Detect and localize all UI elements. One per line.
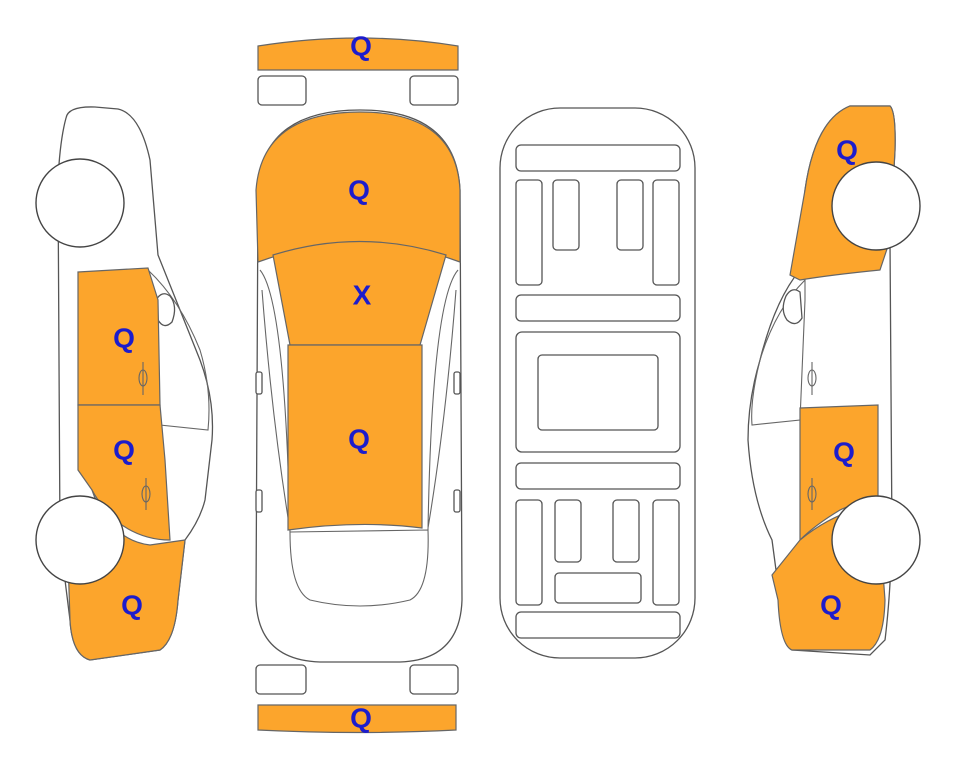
front-left-light bbox=[257, 75, 307, 106]
left-side-view: Q Q Q bbox=[35, 106, 214, 661]
underbody-front-left-rail bbox=[515, 179, 543, 286]
right-side-view: Q Q Q bbox=[747, 105, 921, 656]
right-rear-wheel bbox=[831, 495, 921, 585]
left-window-line bbox=[147, 268, 210, 431]
top-right-handle bbox=[453, 489, 461, 513]
front-right-light bbox=[409, 75, 459, 106]
left-front-door-code: Q bbox=[113, 323, 135, 354]
underbody-crossmember-2 bbox=[515, 462, 681, 490]
left-front-wheel bbox=[35, 158, 125, 248]
underbody-rear-bar bbox=[515, 611, 681, 639]
top-view: Q Q X Q Q bbox=[255, 31, 463, 734]
left-mirror bbox=[155, 293, 176, 327]
front-bumper-code: Q bbox=[350, 31, 372, 62]
top-right-mirror bbox=[453, 371, 461, 395]
underbody-front-left-block bbox=[552, 179, 580, 251]
underbody-rear-right-rail bbox=[652, 499, 680, 606]
right-rear-door-code: Q bbox=[833, 437, 855, 468]
roof-code: Q bbox=[348, 424, 370, 455]
right-mirror bbox=[782, 289, 803, 325]
right-front-fender-code: Q bbox=[836, 135, 858, 166]
top-lower-window bbox=[289, 529, 429, 607]
left-door-handle-front bbox=[138, 362, 148, 395]
windshield-code: X bbox=[353, 280, 372, 311]
left-rear-wheel bbox=[35, 495, 125, 585]
underbody-view bbox=[499, 107, 696, 659]
underbody-center-panel bbox=[537, 354, 659, 431]
top-right-pillar bbox=[427, 269, 459, 531]
front-bumper[interactable] bbox=[257, 37, 459, 71]
hood-code: Q bbox=[348, 175, 370, 206]
underbody-rear-left-rail bbox=[515, 499, 543, 606]
right-door-handle-rear bbox=[807, 478, 817, 510]
top-left-handle bbox=[255, 489, 263, 513]
rear-right-light bbox=[409, 664, 459, 695]
left-front-door[interactable] bbox=[77, 267, 161, 406]
rear-bumper[interactable] bbox=[257, 704, 457, 734]
rear-bumper-code: Q bbox=[350, 703, 372, 734]
underbody-front-right-block bbox=[616, 179, 644, 251]
underbody-crossmember-1 bbox=[515, 294, 681, 322]
underbody-rear-left-block bbox=[554, 499, 582, 563]
right-door-handle-front bbox=[807, 362, 817, 395]
windshield[interactable] bbox=[272, 240, 447, 346]
underbody-rear-crossmember bbox=[554, 572, 642, 604]
right-rear-quarter-code: Q bbox=[820, 590, 842, 621]
underbody-rear-right-block bbox=[612, 499, 640, 563]
right-front-wheel bbox=[831, 161, 921, 251]
left-door-handle-rear bbox=[141, 478, 151, 510]
top-left-mirror bbox=[255, 371, 263, 395]
rear-left-light bbox=[255, 664, 307, 695]
underbody-front-bar bbox=[515, 144, 681, 172]
underbody-front-right-rail bbox=[652, 179, 680, 286]
roof[interactable] bbox=[287, 344, 423, 531]
left-rear-door-code: Q bbox=[113, 435, 135, 466]
left-rear-quarter-code: Q bbox=[121, 590, 143, 621]
